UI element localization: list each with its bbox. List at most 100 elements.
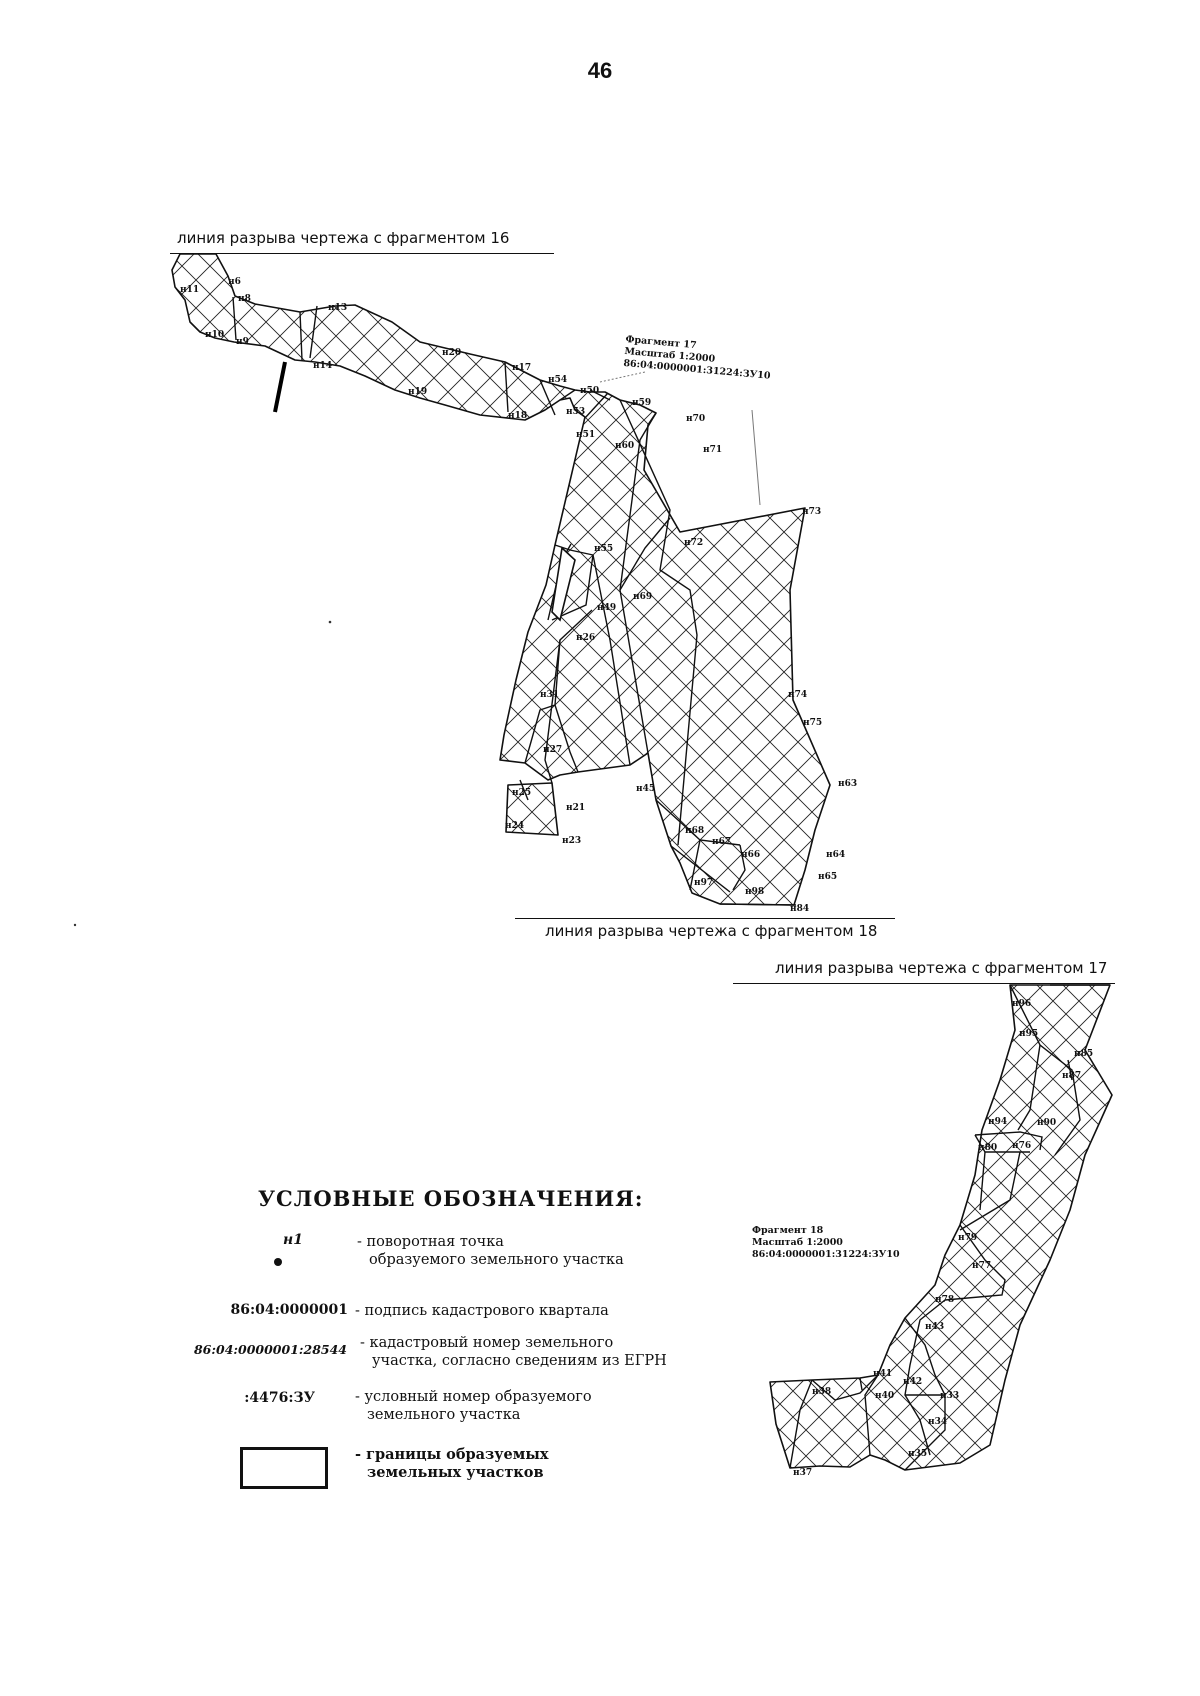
point-n26: н26 <box>576 633 595 643</box>
legend-desc-point: - поворотная точка образуемого земельног… <box>357 1233 624 1269</box>
legend-desc-cadastral: - кадастровый номер земельного участка, … <box>360 1334 667 1370</box>
point-n13: н13 <box>328 303 347 313</box>
parcel-fragment18 <box>769 984 1113 1471</box>
legend-desc-boundary-line1: - границы образуемых <box>355 1446 549 1463</box>
point-marker-icon <box>274 1258 282 1266</box>
point-n40: н40 <box>875 1391 894 1401</box>
page-number: 46 <box>587 58 613 83</box>
point-n31: н31 <box>540 690 559 700</box>
legend-symbol-conditional: :4476:ЗУ <box>244 1390 315 1406</box>
legend-desc-boundary: - границы образуемых земельных участков <box>355 1446 549 1482</box>
break-line-label-fragment18: линия разрыва чертежа с фрагментом 18 <box>545 922 878 940</box>
point-n14: н14 <box>313 361 332 371</box>
point-n65: н65 <box>818 872 837 882</box>
point-n8: н8 <box>238 294 251 304</box>
point-n70: н70 <box>686 414 705 424</box>
point-n21: н21 <box>566 803 585 813</box>
point-n78: н78 <box>935 1295 954 1305</box>
legend-desc-conditional-line2: земельного участка <box>367 1407 521 1423</box>
point-n96: н96 <box>1012 999 1031 1009</box>
fragment17-leader <box>751 409 761 506</box>
point-n77: н77 <box>972 1261 991 1271</box>
point-n59: н59 <box>632 398 651 408</box>
fragment17-leader-dots <box>599 371 646 383</box>
point-n97: н97 <box>694 878 713 888</box>
point-n84: н84 <box>790 904 809 914</box>
point-n38: н38 <box>812 1387 831 1397</box>
parcel-strip-left <box>551 546 576 622</box>
fragment18-caption: Фрагмент 18 Масштаб 1:2000 86:04:0000001… <box>752 1225 900 1261</box>
point-n72: н72 <box>684 538 703 548</box>
break-line-fragment17 <box>733 983 1115 984</box>
point-n11: н11 <box>180 285 199 295</box>
point-n60: н60 <box>615 441 634 451</box>
point-n50: н50 <box>580 386 599 396</box>
point-n37: н37 <box>793 1468 812 1478</box>
point-n23: н23 <box>562 836 581 846</box>
point-n53: н53 <box>566 407 585 417</box>
point-n27: н27 <box>543 745 562 755</box>
fragment18-scale: Масштаб 1:2000 <box>752 1237 843 1248</box>
point-n35: н35 <box>908 1449 927 1459</box>
fragment17-inner-lines <box>232 296 797 906</box>
point-n43: н43 <box>925 1322 944 1332</box>
boundary-box-icon <box>240 1447 328 1489</box>
break-line-label-fragment16: линия разрыва чертежа с фрагментом 16 <box>177 229 510 247</box>
legend-symbol-point: н1 <box>283 1232 303 1248</box>
point-n18: н18 <box>508 411 527 421</box>
break-line-fragment16 <box>170 253 554 254</box>
point-n90: н90 <box>1037 1118 1056 1128</box>
point-n6: н6 <box>228 277 241 287</box>
point-n25: н25 <box>512 788 531 798</box>
point-n33: н33 <box>940 1391 959 1401</box>
legend-desc-cadastral-line1: - кадастровый номер земельного <box>360 1335 614 1351</box>
legend-desc-quarter: - подпись кадастрового квартала <box>355 1303 609 1319</box>
point-n73: н73 <box>802 507 821 517</box>
point-n87: н87 <box>1062 1071 1081 1081</box>
legend-desc-point-line1: - поворотная точка <box>357 1234 504 1250</box>
point-n64: н64 <box>826 850 845 860</box>
legend-desc-conditional-line1: - условный номер образуемого <box>355 1389 592 1405</box>
fragment18-cadastral: 86:04:0000001:31224:ЗУ10 <box>752 1249 900 1260</box>
point-n98: н98 <box>745 887 764 897</box>
parcel-corridor <box>171 253 831 906</box>
point-n9: н9 <box>236 337 249 347</box>
fragment18-title: Фрагмент 18 <box>752 1225 824 1236</box>
fragment18-parcels <box>769 984 1113 1471</box>
point-n45: н45 <box>636 784 655 794</box>
point-n67: н67 <box>712 837 731 847</box>
stray-dot <box>328 620 332 624</box>
point-n74: н74 <box>788 690 807 700</box>
legend-desc-boundary-line2: земельных участков <box>367 1464 544 1481</box>
point-n49: н49 <box>597 603 616 613</box>
point-n76: н76 <box>1012 1141 1031 1151</box>
break-line-fragment18 <box>515 918 895 919</box>
break-line-label-fragment17: линия разрыва чертежа с фрагментом 17 <box>775 959 1108 977</box>
point-n79: н79 <box>958 1233 977 1243</box>
point-n80: н80 <box>978 1143 997 1153</box>
point-n10: н10 <box>205 330 224 340</box>
pointer-line <box>273 361 287 413</box>
point-n41: н41 <box>873 1369 892 1379</box>
point-n75: н75 <box>803 718 822 728</box>
point-n55: н55 <box>594 544 613 554</box>
legend-desc-cadastral-line2: участка, согласно сведениям из ЕГРН <box>372 1353 667 1369</box>
point-n68: н68 <box>685 826 704 836</box>
point-n66: н66 <box>741 850 760 860</box>
point-n24: н24 <box>505 821 524 831</box>
fragment18-inner-lines <box>789 984 1110 1471</box>
stray-dot <box>73 923 77 927</box>
parcel-appendix <box>505 782 559 836</box>
point-labels: н11 н6 н8 н10 н9 н13 н14 н20 н19 н17 н18… <box>180 277 1093 1478</box>
point-n42: н42 <box>903 1377 922 1387</box>
point-n54: н54 <box>548 375 567 385</box>
point-n34: н34 <box>928 1417 947 1427</box>
legend-desc-conditional: - условный номер образуемого земельного … <box>355 1388 592 1424</box>
point-n71: н71 <box>703 445 722 455</box>
point-n19: н19 <box>408 387 427 397</box>
legend-desc-point-line2: образуемого земельного участка <box>369 1252 624 1268</box>
point-n63: н63 <box>838 779 857 789</box>
point-n51: н51 <box>576 430 595 440</box>
fragment17-parcels <box>171 253 831 906</box>
